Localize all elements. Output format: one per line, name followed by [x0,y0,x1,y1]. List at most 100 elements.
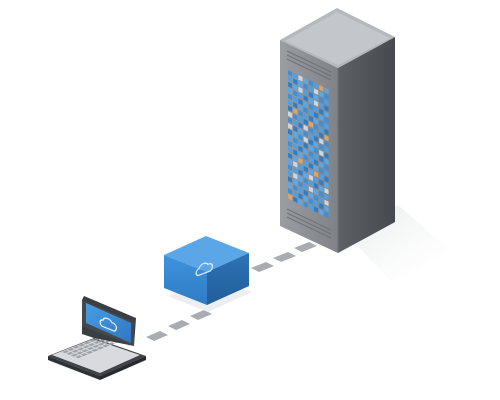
rack-led [303,89,308,96]
keyboard-key [92,344,100,348]
rack-led [288,170,293,177]
rack-led [298,145,303,153]
gateway-box-top [164,236,249,272]
rack-led [303,171,308,179]
rack-led [293,96,298,103]
keyboard-key [86,350,94,354]
rack-led [303,195,308,203]
connector-laptop-to-box [146,310,212,341]
rack-led [314,176,319,184]
rack-led [308,115,313,122]
rack-led [288,129,293,136]
rack-led [308,203,313,211]
rack-led [293,78,298,86]
keyboard-key [66,351,74,355]
rack-led [308,79,313,87]
rack-led [293,190,298,198]
rack-led [303,95,308,102]
rack-led [324,181,329,189]
rack-led [324,111,329,118]
rack-led [324,146,329,154]
keyboard-key [71,349,79,353]
rack-led [308,144,313,152]
rack-led [293,119,298,127]
rack-led [319,102,324,110]
keyboard-key [88,343,96,347]
rack-led [314,141,319,149]
rack-led [298,187,303,194]
rack-led [324,122,329,130]
rack-led [319,197,324,204]
rack-led [288,70,293,77]
rack-led [308,156,313,164]
rack-led [293,113,298,121]
rack-led [288,81,293,89]
cloud-icon [99,317,118,332]
rack-led [303,83,308,91]
rack-led [288,152,293,160]
rack-led [298,122,303,129]
rack-led [288,123,293,130]
rack-led [319,96,324,104]
keyboard-key [82,345,90,349]
keyboard-key [103,340,111,344]
rack-led [324,87,329,95]
rack-led [314,123,319,131]
rack-led [303,124,308,132]
rack-led [308,168,313,176]
rack-led [293,137,298,145]
server-rack-bottom-vents [286,208,332,239]
rack-led [308,109,313,117]
rack-led [314,100,319,107]
rack-led [303,177,308,185]
rack-led [314,94,319,101]
rack-led [308,162,313,170]
rack-led [319,120,324,127]
rack-led [303,201,308,209]
rack-led [298,192,303,200]
rack-led [288,105,293,113]
rack-led [314,153,319,160]
rack-led [303,112,308,120]
keyboard-key [97,342,105,346]
rack-led [298,157,303,165]
rack-led [308,127,313,134]
rack-led [324,205,329,213]
rack-led [298,80,303,88]
keyboard-key [107,342,115,346]
rack-led [303,183,308,191]
rack-led [298,74,303,82]
server-rack-led-grid [288,70,329,218]
cloud-icon [195,262,214,277]
rack-led [293,160,298,168]
rack-led [293,149,298,156]
rack-led [298,116,303,123]
rack-led [288,93,293,101]
rack-led [314,200,319,208]
rack-led [314,188,319,196]
rack-led [324,175,329,183]
rack-led [324,140,329,148]
rack-led [288,111,293,118]
keyboard-key [78,343,86,347]
rack-led [319,167,324,175]
rack-led [324,193,329,201]
rack-led [293,143,298,150]
rack-led [319,155,324,163]
rack-led [303,130,308,138]
rack-led [314,129,319,137]
rack-led [324,105,329,112]
rack-led [324,99,329,106]
rack-led [324,93,329,100]
server-rack [280,8,395,253]
gateway-box [164,236,249,305]
keyboard-key [89,339,97,343]
rack-led [298,110,303,118]
rack-led [293,107,298,115]
laptop-screen [86,303,131,343]
keyboard-key [93,340,101,344]
rack-led [298,139,303,147]
rack-led [308,138,313,146]
server-rack-top-vents [286,50,332,81]
